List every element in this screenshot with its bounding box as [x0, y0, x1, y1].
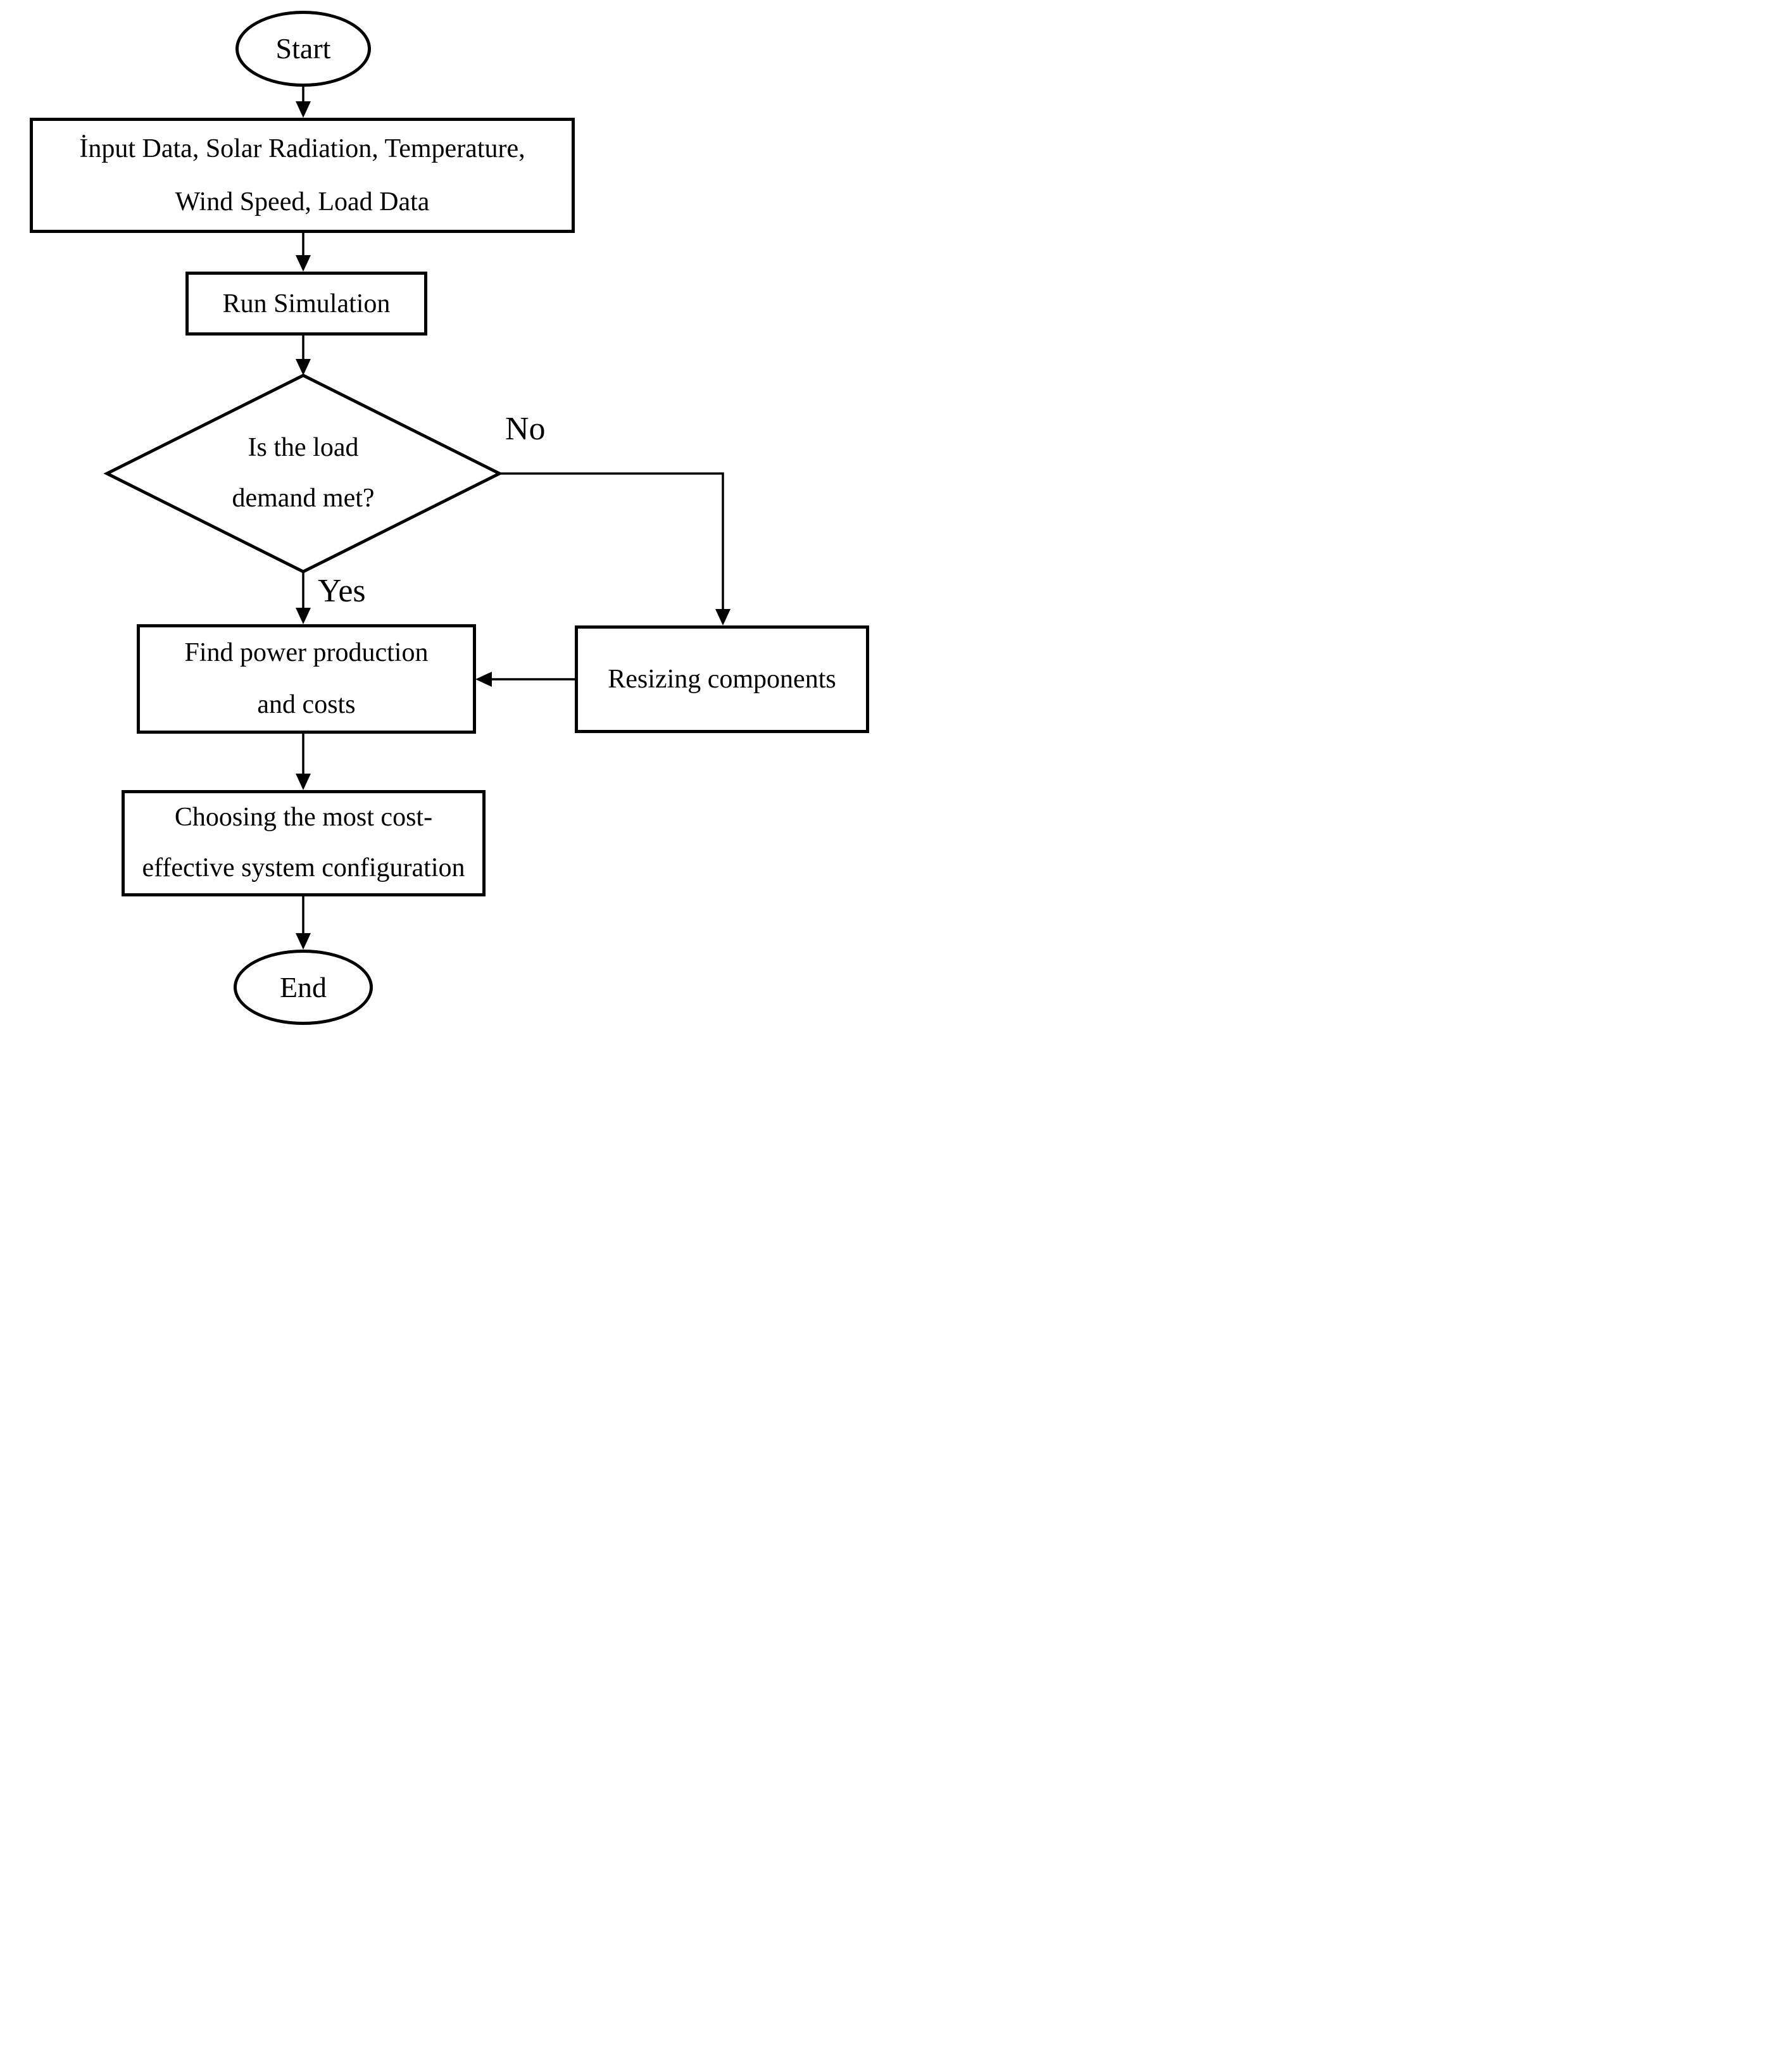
- edge-run-decision: [296, 336, 311, 375]
- choosing-configuration-step: Choosing the most cost- effective system…: [122, 790, 486, 896]
- end-terminal: End: [234, 950, 373, 1025]
- run-simulation-step: Run Simulation: [185, 272, 427, 336]
- edge-start-input: [296, 87, 311, 118]
- resizing-components-step: Resizing components: [575, 625, 869, 733]
- input-data-step: İnput Data, Solar Radiation, Temperature…: [30, 118, 575, 233]
- start-terminal: Start: [235, 11, 371, 87]
- no-branch-label: No: [505, 411, 546, 447]
- yes-branch-label: Yes: [318, 573, 366, 609]
- load-demand-decision: Is the load demand met?: [232, 433, 375, 513]
- edge-find-choosing: [296, 734, 311, 790]
- edge-input-run: [296, 233, 311, 272]
- edge-decision-find-yes: [296, 572, 311, 624]
- edge-decision-resizing-no: [499, 472, 731, 625]
- find-power-production-step: Find power production and costs: [137, 624, 476, 734]
- edge-resizing-find: [475, 672, 575, 687]
- connectors-layer: [103, 87, 731, 950]
- flowchart-canvas: Start İnput Data, Solar Radiation, Tempe…: [0, 0, 888, 1036]
- edge-choosing-end: [296, 896, 311, 950]
